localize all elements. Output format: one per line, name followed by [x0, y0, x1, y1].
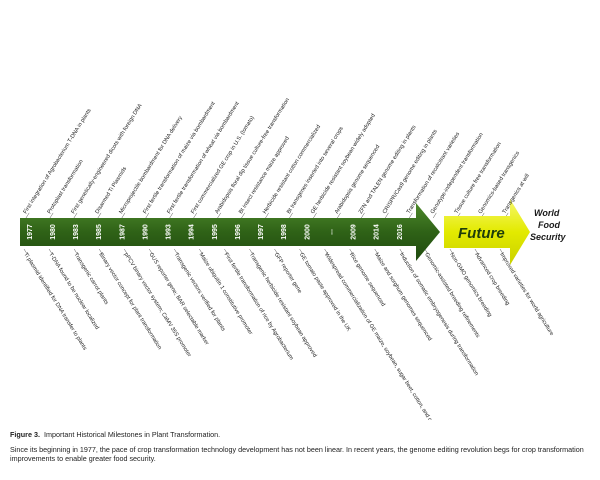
bottom-leader-line — [399, 248, 404, 255]
world-food-security-line-3: Security — [530, 232, 567, 242]
bottom-milestone-label: Non-GMO genomics breeding — [448, 252, 492, 318]
bottom-milestones: Ti plasmid identified for DNA transfer t… — [22, 252, 554, 420]
year-labels: 1977 1980 1983 1985 1987 1990 1993 1994 1995 1996… — [27, 224, 404, 240]
year-label: 1990 — [142, 224, 149, 240]
top-leader-line — [289, 212, 293, 219]
year-label: 1996 — [235, 224, 242, 240]
top-leader-line — [337, 212, 341, 219]
year-label: 2014 — [374, 224, 381, 240]
top-leader-line — [73, 212, 78, 219]
bottom-leader-line — [23, 248, 28, 255]
top-milestone-label: Transgenics at will — [502, 173, 531, 215]
top-leader-line — [193, 212, 198, 219]
top-leader-line — [217, 212, 221, 219]
bottom-leader-line — [474, 248, 479, 255]
figure-title-text: Important Historical Milestones in Plant… — [43, 430, 221, 439]
top-leader-line — [121, 212, 126, 219]
bottom-leader-line — [174, 248, 178, 255]
top-milestones: First integration of Agrobacterium T-DNA… — [23, 97, 531, 215]
year-label: 2016 — [397, 224, 404, 240]
year-label: 1983 — [73, 224, 80, 240]
year-label: 1993 — [166, 224, 173, 240]
bottom-leader-line — [48, 248, 53, 255]
top-leader-line — [97, 212, 102, 219]
year-label: 1995 — [212, 224, 219, 240]
timeline-arrow — [20, 203, 440, 261]
bottom-leader-line — [224, 248, 228, 255]
figure-description: Since its beginning in 1977, the pace of… — [10, 445, 584, 463]
top-milestone-label: Tissue culture free transformation — [454, 141, 503, 215]
bottom-leader-line — [73, 248, 78, 255]
bottom-milestone-label: GE tomato paste approved in the UK — [298, 252, 352, 333]
bottom-leader-line — [199, 248, 203, 255]
bottom-milestone-label: GFP reporter gene — [273, 252, 303, 295]
bottom-leader-line — [123, 248, 128, 255]
year-label: 1980 — [50, 224, 57, 240]
bottom-milestone-label: Transgenic vectors verified for plants — [173, 252, 227, 333]
world-food-security-line-2: Food — [538, 220, 560, 230]
top-leader-lines — [25, 212, 509, 219]
bottom-milestone-label: Genomic-assisted breeding refinements — [423, 252, 481, 339]
top-leader-line — [241, 212, 245, 219]
year-label: ... — [327, 229, 334, 235]
top-milestone-label: Genomics-based transgenics — [478, 150, 522, 215]
figure-caption: Figure 3. Important Historical Milestone… — [10, 430, 590, 463]
timeline-figure: 1977 1980 1983 1985 1987 1990 1993 1994 1995 1996… — [20, 97, 567, 420]
top-leader-line — [265, 212, 269, 219]
bottom-milestone-label: Widespread commercialization of GE maize… — [323, 252, 440, 420]
future-arrow — [444, 199, 530, 265]
top-milestone-label: Bt insect resistance maize approved — [238, 136, 291, 215]
bottom-leader-line — [299, 248, 303, 255]
top-leader-line — [25, 212, 30, 219]
bottom-milestone-label: Improved varieties for world agriculture — [498, 252, 554, 337]
bottom-leader-lines — [23, 248, 504, 255]
year-label: 1998 — [281, 224, 288, 240]
year-label: 1985 — [96, 224, 103, 240]
top-leader-line — [385, 212, 389, 219]
top-leader-line — [313, 212, 317, 219]
top-leader-line — [432, 212, 437, 219]
bottom-leader-line — [349, 248, 354, 255]
bottom-leader-line — [274, 248, 278, 255]
bottom-milestone-label: Maize ubiquitin 1 constitutive promoter — [198, 252, 254, 336]
figure-title: Figure 3. Important Historical Milestone… — [10, 430, 590, 439]
bottom-leader-line — [149, 248, 153, 255]
figure-label: Figure 3. — [10, 430, 40, 439]
top-leader-line — [145, 212, 150, 219]
top-leader-line — [169, 212, 174, 219]
top-leader-line — [408, 212, 413, 219]
year-label: 2009 — [351, 224, 358, 240]
bottom-leader-line — [98, 248, 103, 255]
top-milestone-label: Arabidopsis genome sequenced — [334, 144, 381, 215]
year-label: 2000 — [304, 224, 311, 240]
year-label: 1997 — [258, 224, 265, 240]
bottom-leader-line — [249, 248, 253, 255]
bottom-leader-line — [374, 248, 379, 255]
bottom-leader-line — [499, 248, 504, 255]
year-label: 1994 — [189, 224, 196, 240]
bottom-leader-line — [449, 248, 454, 255]
year-label: 1987 — [119, 224, 126, 240]
future-label: Future — [458, 225, 505, 242]
year-label: 1977 — [27, 224, 34, 240]
bottom-leader-line — [324, 248, 329, 255]
top-leader-line — [361, 212, 365, 219]
bottom-leader-line — [424, 248, 429, 255]
bottom-milestone-label: T-DNA found to be nuclear localized — [47, 252, 99, 331]
world-food-security-line-1: World — [534, 208, 560, 218]
top-leader-line — [49, 212, 54, 219]
